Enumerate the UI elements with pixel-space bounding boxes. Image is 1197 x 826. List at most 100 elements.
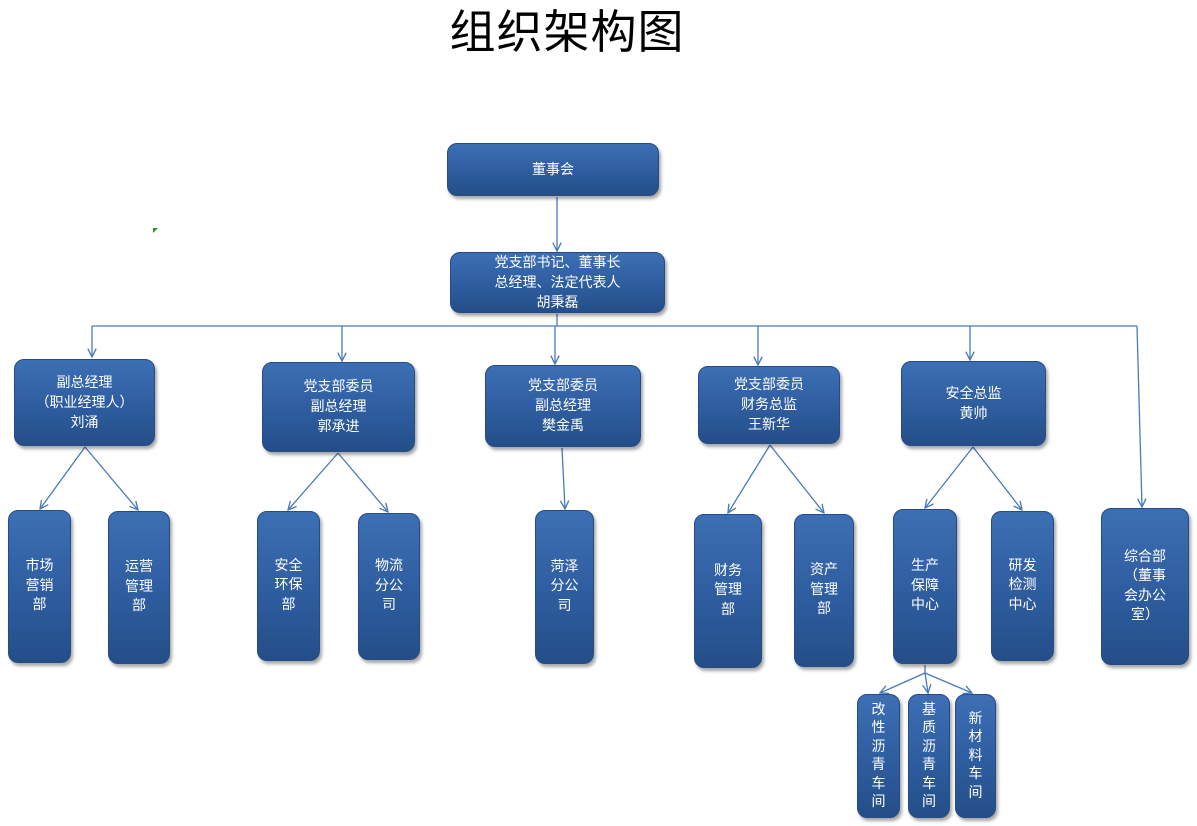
node-text-line: 财务总监 (741, 397, 797, 413)
node-text-line: 管理 (125, 578, 153, 595)
node-base-asphalt: 基质沥青车间 (908, 694, 950, 818)
node-text-line: （职业经理人） (35, 394, 134, 411)
node-text-line: 胡秉磊 (536, 294, 579, 311)
node-text-line: 运营 (125, 559, 153, 576)
node-text-line: 青 (922, 757, 936, 773)
node-text-line: 材 (968, 729, 983, 746)
node-text-line: 副总经理 (535, 398, 591, 414)
node-text-line: 质 (922, 720, 936, 736)
node-text-line: 党支部委员 (528, 378, 598, 394)
node-text-line: 室） (1131, 607, 1159, 623)
node-vp-guo: 党支部委员副总经理郭承进 (262, 362, 415, 452)
connector-arrow (925, 446, 974, 508)
node-text-line: 中心 (911, 597, 939, 614)
node-text-line: 沥 (871, 738, 886, 755)
node-text-line: 营销 (25, 577, 54, 594)
node-text-line: 市场 (25, 558, 54, 575)
node-text-line: 车 (871, 775, 886, 792)
node-text-line: 车 (922, 775, 936, 792)
node-text-line: 料 (968, 747, 983, 764)
node-text-line: 中心 (1008, 596, 1037, 613)
node-operations: 运营管理部 (108, 511, 170, 664)
node-text-line: 保障 (911, 577, 939, 594)
node-vp-liu: 副总经理 （职业经理人） 刘涌 (14, 359, 155, 446)
node-text-line: 董事会 (532, 161, 574, 178)
node-text-line: 司 (382, 597, 396, 614)
node-vp-fan: 党支部委员副总经理樊金禹 (485, 365, 641, 447)
connector-arrow (924, 672, 972, 693)
node-text-line: 副总经理 (310, 399, 367, 415)
node-rnd: 研发检测中心 (991, 511, 1054, 661)
connector-arrow (562, 447, 565, 509)
node-text-line: 安全 (274, 557, 303, 574)
node-text-line: 财务 (714, 562, 742, 579)
connector-arrow (337, 452, 388, 512)
node-text-line: 党支部委员 (734, 377, 804, 393)
node-logistics: 物流分公司 (358, 513, 420, 660)
node-production: 生产保障中心 (893, 509, 957, 664)
connector-arrow (40, 446, 86, 509)
node-text-line: 综合部 (1124, 548, 1166, 565)
node-text-line: 郭承进 (317, 419, 360, 435)
node-text-line: 党支部委员 (303, 379, 374, 395)
node-text-line: 樊金禹 (542, 418, 584, 434)
node-text-line: 新 (968, 710, 983, 727)
connector-arrow (1136, 325, 1142, 507)
node-text-line: 会办公 (1124, 587, 1166, 604)
node-text-line: 资产 (810, 562, 838, 579)
connector-arrow (972, 446, 1022, 510)
node-text-line: 性 (871, 720, 886, 736)
node-text-line: 部 (721, 601, 735, 618)
node-marketing: 市场营销部 (8, 510, 71, 663)
node-text-line: 间 (871, 794, 886, 810)
node-text-line: 间 (922, 794, 936, 810)
node-text-line: 总经理、法定代表人 (494, 274, 621, 291)
node-text-line: 部 (132, 598, 146, 615)
connector-arrow (84, 446, 138, 510)
node-chairman: 党支部书记、董事长总经理、法定代表人胡秉磊 (450, 252, 665, 313)
node-board: 董事会 (447, 143, 659, 196)
node-text-line: 分公 (375, 577, 403, 594)
node-text-line: 青 (871, 757, 886, 773)
node-text-line: 沥 (922, 738, 936, 755)
node-general-office: 综合部 （董事会办公室） (1101, 508, 1189, 665)
node-text-line: 检测 (1008, 577, 1037, 594)
connector-arrow (880, 672, 926, 693)
node-text-line: 基 (922, 701, 936, 718)
node-text-line: 司 (557, 597, 572, 614)
connector-arrow (288, 452, 339, 510)
node-text-line: 部 (32, 597, 47, 614)
node-text-line: 副总经理 (56, 374, 113, 391)
node-text-line: 环保 (274, 577, 303, 594)
node-text-line: 生产 (911, 558, 939, 575)
node-modified-asphalt: 改性沥青车间 (857, 694, 900, 818)
diagram-title: 组织架构图 (449, 5, 685, 59)
node-text-line: 安全总监 (945, 385, 1002, 402)
node-safety-env: 安全环保部 (257, 511, 320, 661)
node-text-line: 分公 (550, 578, 579, 595)
node-text-line: 物流 (375, 558, 403, 575)
node-text-line: 王新华 (748, 417, 790, 433)
connector-arrow (728, 444, 771, 513)
node-cfo-wang: 党支部委员财务总监王新华 (698, 366, 840, 444)
node-text-line: 管理 (810, 581, 838, 598)
node-text-line: 车 (968, 766, 983, 783)
node-text-line: 菏泽 (550, 558, 579, 575)
node-new-materials: 新材料车间 (955, 694, 996, 818)
node-text-line: 黄帅 (959, 405, 988, 422)
node-safety-huang: 安全总监黄帅 (901, 361, 1046, 446)
connector-arrow (925, 672, 928, 693)
node-heze: 菏泽分公司 (535, 510, 594, 664)
node-text-line: 党支部书记、董事长 (494, 254, 621, 271)
node-text-line: 部 (817, 601, 831, 618)
node-text-line: 研发 (1008, 557, 1037, 574)
node-text-line: （董事 (1124, 568, 1166, 584)
node-text-line: 刘涌 (70, 414, 99, 431)
node-text-line: 部 (281, 596, 296, 613)
node-text-line: 管理 (714, 582, 742, 599)
node-assets: 资产管理部 (794, 514, 854, 667)
connector-arrow (769, 444, 824, 513)
stray-mark (153, 228, 158, 233)
node-text-line: 间 (968, 784, 983, 801)
